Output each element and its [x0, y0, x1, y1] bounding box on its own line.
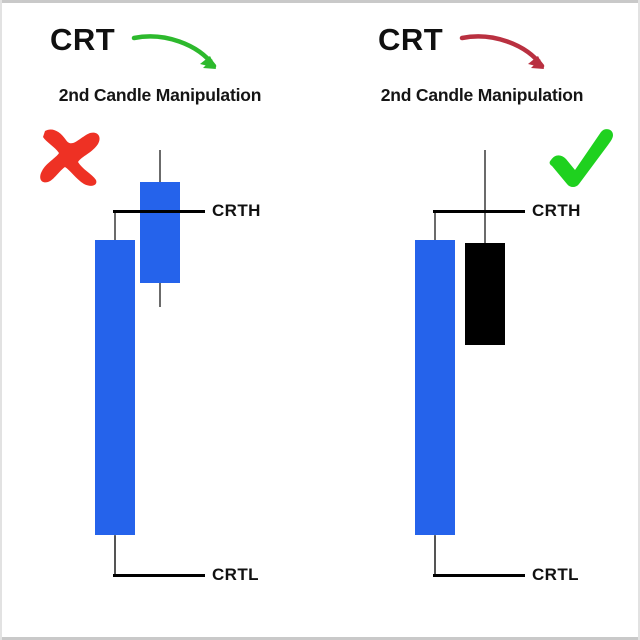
second-candle-upper-wick-left — [159, 150, 161, 183]
crt-title-left: CRT — [50, 22, 116, 57]
crth-level-label-left: CRTH — [212, 201, 261, 220]
second-candle-body-right — [465, 243, 505, 345]
crt-candle-upper-wick-left — [114, 211, 116, 242]
curved-arrow-icon-red — [459, 34, 545, 69]
crtl-level-line-right — [433, 574, 525, 577]
crt-candle-body-left — [95, 240, 135, 535]
crth-level-line-right — [433, 210, 525, 213]
panel-valid-example: CRT 2nd Candle Manipulation CRTH CRTL — [320, 0, 640, 640]
crth-level-label-right: CRTH — [532, 201, 581, 220]
crt-title-right: CRT — [378, 22, 444, 57]
panel-invalid-example: CRT 2nd Candle Manipulation CRTH — [40, 22, 262, 584]
second-candle-body-left — [140, 182, 180, 283]
candlestick-chart-invalid: CRTH CRTL — [95, 150, 261, 584]
crtl-level-label-left: CRTL — [212, 565, 259, 584]
crt-candle-body-right — [415, 240, 455, 535]
cross-mark-icon — [40, 129, 100, 186]
crt-candle-upper-wick-right — [434, 211, 436, 242]
curved-arrow-icon-green — [131, 34, 217, 69]
subtitle-left: 2nd Candle Manipulation — [58, 85, 262, 105]
check-mark-icon — [549, 129, 613, 187]
crtl-level-line-left — [113, 574, 205, 577]
crtl-level-label-right: CRTL — [532, 565, 579, 584]
second-candle-upper-wick-right — [484, 150, 486, 245]
candlestick-chart-valid: CRTH CRTL — [320, 0, 640, 640]
subtitle-right: 2nd Candle Manipulation — [380, 85, 584, 105]
second-candle-lower-wick-left — [159, 283, 161, 307]
crtl-level-tick-right — [434, 536, 436, 575]
crth-level-line-left — [113, 210, 205, 213]
crtl-level-tick-left — [114, 536, 116, 575]
